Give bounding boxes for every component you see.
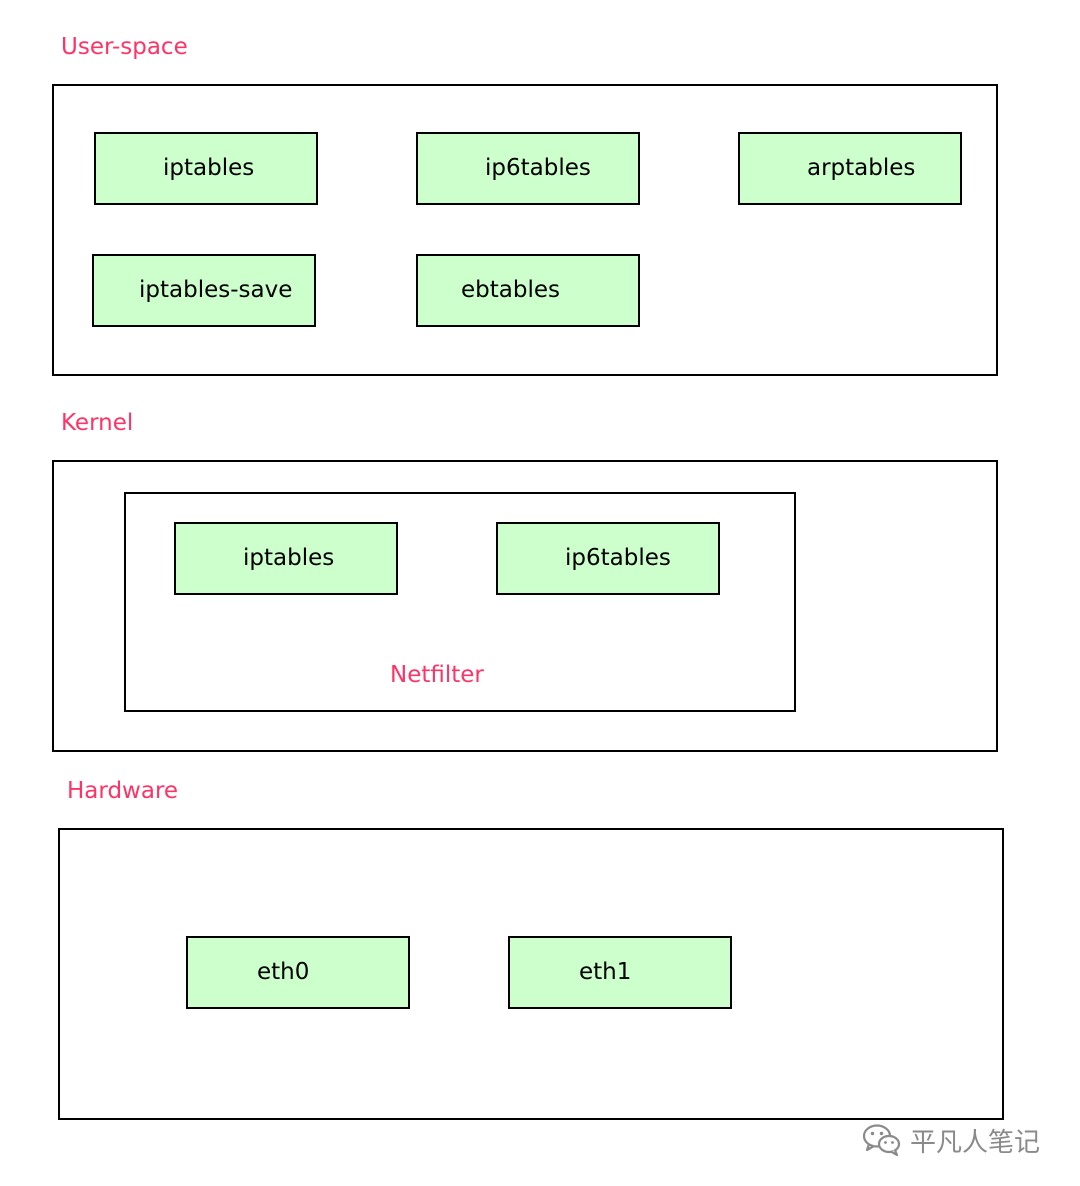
node-label: arptables	[807, 155, 916, 181]
netfilter-label: Netfilter	[390, 662, 484, 688]
kernel-label: Kernel	[61, 410, 134, 436]
userspace-label: User-space	[61, 34, 188, 60]
node-label: eth0	[257, 959, 310, 985]
kernel-ip6tables-node: ip6tables	[496, 522, 720, 595]
kernel-iptables-node: iptables	[174, 522, 398, 595]
hardware-eth1-node: eth1	[508, 936, 732, 1009]
watermark: 平凡人笔记	[862, 1120, 1040, 1160]
node-label: iptables-save	[139, 277, 293, 303]
node-label: iptables	[243, 545, 335, 571]
userspace-ebtables-node: ebtables	[416, 254, 640, 327]
node-label: iptables	[163, 155, 255, 181]
hardware-eth0-node: eth0	[186, 936, 410, 1009]
node-label: eth1	[579, 959, 632, 985]
node-label: ebtables	[461, 277, 560, 303]
userspace-iptables-save-node: iptables-save	[92, 254, 316, 327]
watermark-text: 平凡人笔记	[910, 1127, 1041, 1158]
userspace-iptables-node: iptables	[94, 132, 318, 205]
userspace-arptables-node: arptables	[738, 132, 962, 205]
userspace-frame	[52, 84, 998, 376]
node-label: ip6tables	[485, 155, 591, 181]
hardware-label: Hardware	[67, 778, 179, 804]
node-label: ip6tables	[565, 545, 671, 571]
userspace-ip6tables-node: ip6tables	[416, 132, 640, 205]
wechat-icon	[862, 1123, 902, 1157]
